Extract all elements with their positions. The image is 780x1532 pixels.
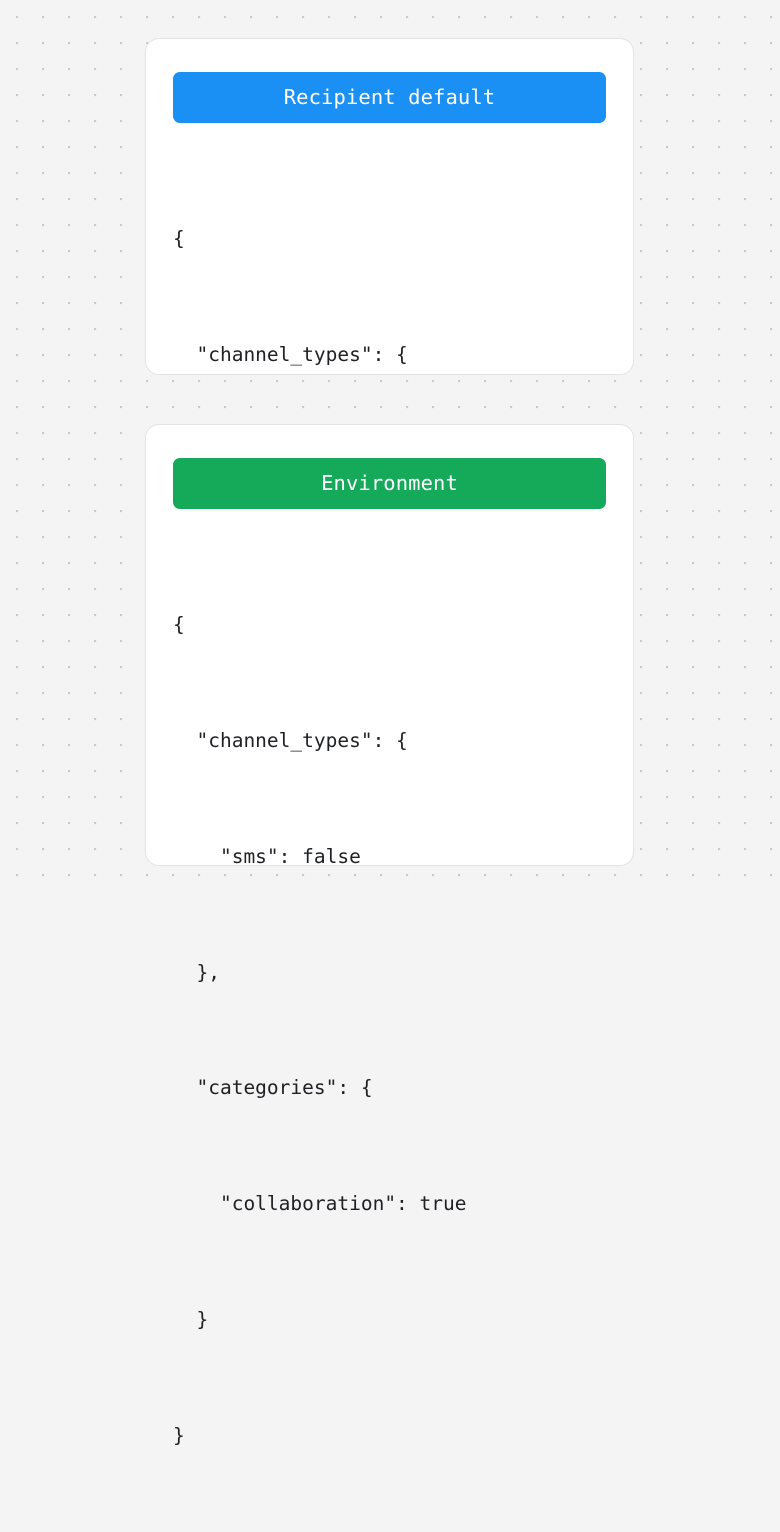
json-line: "categories": { [173,1076,373,1100]
card-header-environment: Environment [173,458,606,509]
card-environment: Environment { "channel_types": { "sms": … [145,424,634,1447]
card-header-label: Recipient default [283,85,496,110]
json-line: { [173,227,185,251]
card-header-recipient-default: Recipient default [173,72,606,123]
json-line: "channel_types": { [173,728,408,752]
json-line: "collaboration": true [173,1192,467,1216]
json-line: }, [173,960,220,984]
card-body-environment: { "channel_types": { "sms": false }, "ca… [173,529,606,1532]
json-line: "channel_types": { [173,342,408,366]
canvas-background: Recipient default { "channel_types": { "… [0,0,780,1447]
json-line: "sms": false [173,844,361,868]
card-header-label: Environment [321,471,458,496]
json-line: { [173,613,185,637]
json-line: } [173,1307,209,1331]
json-line: } [173,1423,185,1447]
card-recipient-default: Recipient default { "channel_types": { "… [145,38,634,713]
